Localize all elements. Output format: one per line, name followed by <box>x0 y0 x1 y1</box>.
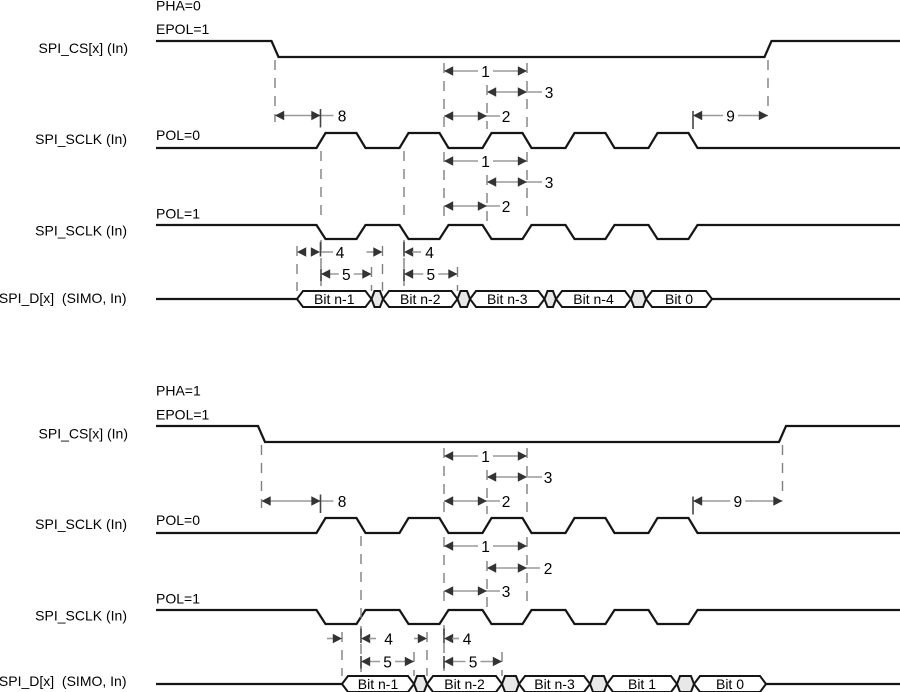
svg-text:POL=1: POL=1 <box>156 591 200 607</box>
svg-text:POL=0: POL=0 <box>156 127 200 143</box>
svg-text:1: 1 <box>481 449 490 466</box>
svg-text:9: 9 <box>733 494 742 511</box>
svg-text:Bit n-1: Bit n-1 <box>358 676 399 692</box>
svg-text:PHA=0: PHA=0 <box>156 0 201 14</box>
svg-text:2: 2 <box>502 199 511 216</box>
svg-text:Bit n-3: Bit n-3 <box>534 676 575 692</box>
svg-text:5: 5 <box>383 655 392 672</box>
svg-text:EPOL=1: EPOL=1 <box>156 21 210 37</box>
svg-text:Bit 1: Bit 1 <box>628 676 656 692</box>
svg-text:Bit n-2: Bit n-2 <box>444 676 485 692</box>
svg-text:SPI_D[x] (SIMO, In): SPI_D[x] (SIMO, In) <box>0 673 127 689</box>
svg-text:Bit n-2: Bit n-2 <box>400 291 441 307</box>
svg-text:5: 5 <box>342 267 351 284</box>
svg-text:SPI_SCLK (In): SPI_SCLK (In) <box>35 223 127 239</box>
svg-text:3: 3 <box>502 584 511 601</box>
svg-text:Bit n-1: Bit n-1 <box>314 291 355 307</box>
svg-text:Bit 0: Bit 0 <box>716 676 744 692</box>
svg-text:5: 5 <box>469 655 478 672</box>
svg-text:4: 4 <box>336 245 345 262</box>
svg-text:8: 8 <box>338 109 347 126</box>
svg-text:SPI_SCLK (In): SPI_SCLK (In) <box>35 131 127 147</box>
svg-text:POL=1: POL=1 <box>156 206 200 222</box>
svg-text:2: 2 <box>502 109 511 126</box>
svg-text:3: 3 <box>544 470 553 487</box>
svg-text:POL=0: POL=0 <box>156 512 200 528</box>
svg-text:1: 1 <box>481 154 490 171</box>
svg-text:4: 4 <box>384 632 393 649</box>
svg-text:9: 9 <box>726 109 735 126</box>
svg-text:SPI_CS[x] (In): SPI_CS[x] (In) <box>39 40 128 56</box>
svg-text:4: 4 <box>463 632 472 649</box>
svg-text:Bit n-4: Bit n-4 <box>573 291 614 307</box>
svg-text:2: 2 <box>544 561 553 578</box>
svg-text:SPI_D[x] (SIMO, In): SPI_D[x] (SIMO, In) <box>0 290 127 306</box>
svg-text:PHA=1: PHA=1 <box>156 383 201 399</box>
svg-text:EPOL=1: EPOL=1 <box>156 407 210 423</box>
svg-text:4: 4 <box>425 245 434 262</box>
svg-text:3: 3 <box>545 175 554 192</box>
svg-text:SPI_CS[x] (In): SPI_CS[x] (In) <box>39 426 128 442</box>
svg-text:3: 3 <box>545 85 554 102</box>
svg-text:1: 1 <box>481 539 490 556</box>
svg-text:1: 1 <box>481 64 490 81</box>
svg-text:2: 2 <box>502 494 511 511</box>
svg-text:5: 5 <box>426 267 435 284</box>
svg-text:8: 8 <box>338 494 347 511</box>
svg-text:SPI_SCLK (In): SPI_SCLK (In) <box>35 516 127 532</box>
svg-text:Bit n-3: Bit n-3 <box>487 291 528 307</box>
svg-text:SPI_SCLK (In): SPI_SCLK (In) <box>35 608 127 624</box>
svg-text:Bit 0: Bit 0 <box>665 291 693 307</box>
